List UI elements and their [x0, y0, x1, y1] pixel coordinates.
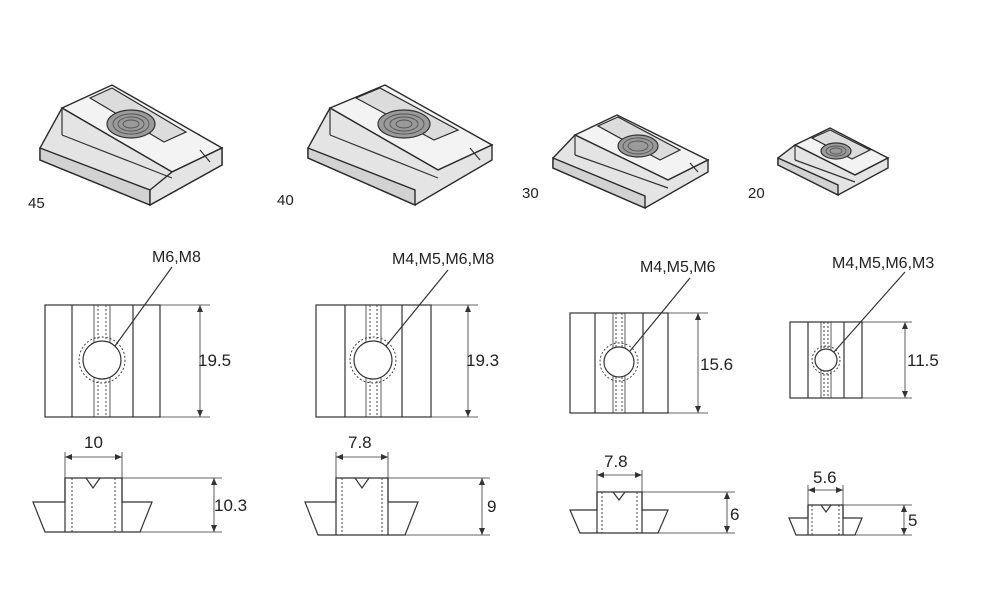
nut-40-profile-view [304, 452, 490, 536]
nut-20-profile-view [788, 485, 912, 536]
nut-45-iso-view [39, 84, 224, 207]
nut-30-top-view [569, 277, 708, 414]
nut-40-size-label: 40 [277, 192, 294, 209]
nut-30-profile-view [569, 470, 735, 534]
nut-40-slot-dim: 7.8 [348, 433, 372, 452]
nut-40-profile-dim: 9 [487, 497, 496, 516]
nut-20-slot-dim: 5.6 [813, 468, 837, 487]
nut-30-thread-label: M4,M5,M6 [640, 259, 716, 276]
nut-40-iso-view [307, 84, 494, 207]
nut-30-profile-dim: 6 [730, 505, 739, 524]
nut-20-top-view [789, 271, 912, 399]
nut-45-height-dim: 19.5 [198, 351, 231, 370]
nut-20-size-label: 20 [748, 185, 765, 202]
nut-45-size-label: 45 [28, 195, 45, 212]
nut-20-thread-label: M4,M5,M6,M3 [832, 255, 934, 272]
nut-45-profile-dim: 10.3 [214, 496, 247, 515]
nut-20-iso-view [777, 127, 890, 197]
nut-45-profile-view [32, 452, 222, 533]
nut-40-thread-label: M4,M5,M6,M8 [392, 251, 494, 268]
nut-40-height-dim: 19.3 [466, 351, 499, 370]
nut-20-height-dim: 11.5 [907, 351, 939, 370]
nut-30-size-label: 30 [522, 185, 539, 202]
nut-30-iso-view [552, 114, 710, 210]
nut-45-slot-dim: 10 [84, 433, 103, 452]
nut-45-top-view [44, 266, 210, 418]
nut-45-thread-label: M6,M8 [152, 249, 201, 266]
nut-30-slot-dim: 7.8 [604, 452, 628, 471]
nut-40-top-view [315, 269, 478, 418]
nut-20-profile-dim: 5 [908, 511, 917, 530]
nut-30-height-dim: 15.6 [700, 355, 733, 374]
